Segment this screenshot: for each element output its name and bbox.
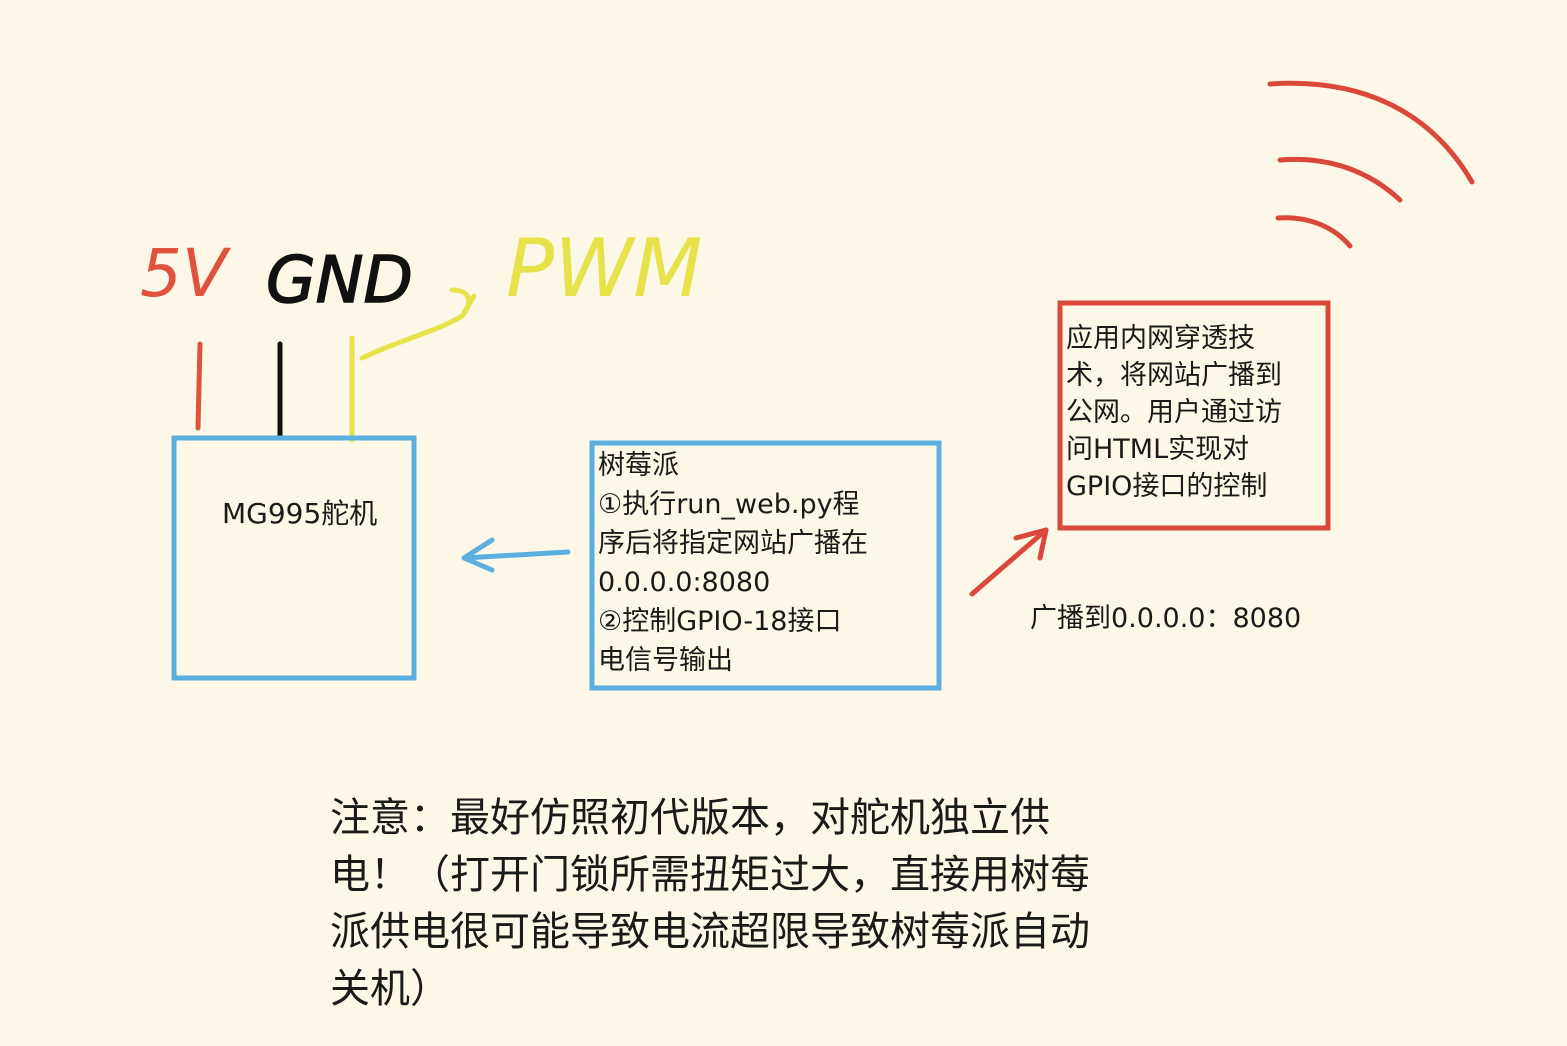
label-gnd: GND [266,244,413,318]
arrow-pi-to-servo [461,537,571,573]
power-note: 注意：最好仿照初代版本，对舵机独立供 电！（打开门锁所需扭矩过大，直接用树莓 派… [330,795,1090,1012]
tunnel-description: 应用内网穿透技 术，将网站广播到 公网。用户通过访 问HTML实现对 GPIO接… [1066,323,1282,502]
wire-pwm-lead [359,287,477,361]
signal-wave-middle [1277,156,1403,203]
servo-box [171,435,417,681]
raspberry-pi-box [589,440,942,691]
servo-label: MG995舵机 [222,497,378,530]
broadcast-label: 广播到0.0.0.0：8080 [1030,603,1302,634]
signal-wave-outer [1267,80,1475,185]
label-5v: 5V [140,235,231,312]
wire-5v [195,341,203,431]
raspberry-pi-description: 树莓派 ①执行run_web.py程 序后将指定网站广播在 0.0.0.0:80… [598,450,868,676]
label-pwm: PWM [506,222,702,315]
signal-wave-inner [1275,215,1353,249]
tunnel-box [1057,300,1331,531]
arrow-pi-to-tunnel [969,527,1049,597]
